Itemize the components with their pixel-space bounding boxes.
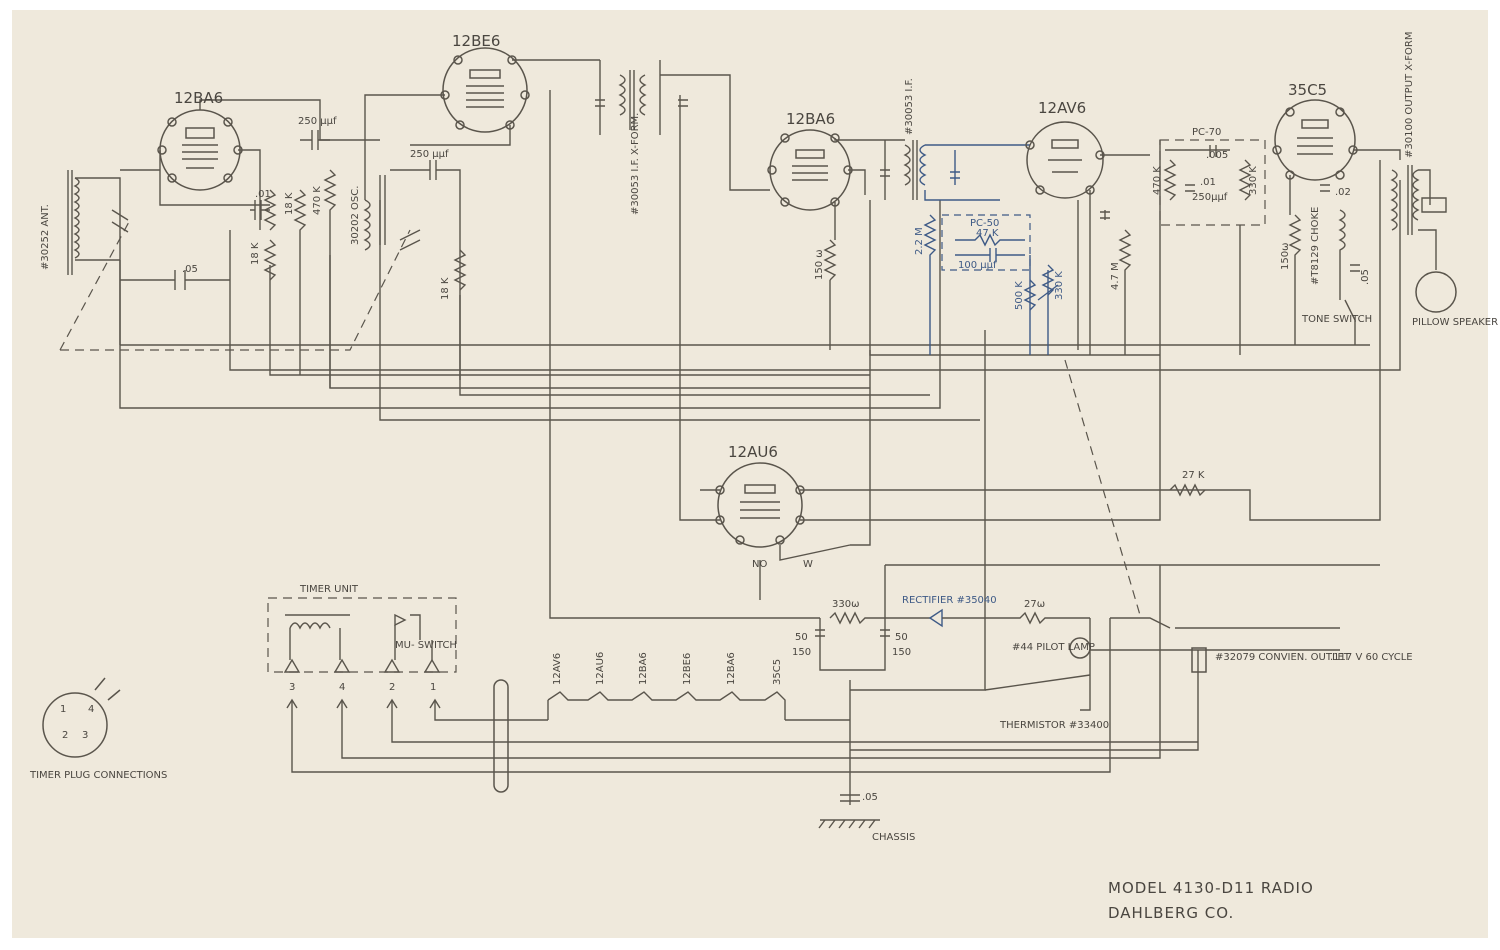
outlet-label: #32079 CONVIEN. OUTLET [1215, 652, 1351, 663]
heater-label-6: 35C5 [772, 659, 783, 685]
switch-w-label: W [803, 559, 813, 570]
rectifier-label: RECTIFIER #35040 [902, 595, 997, 606]
cable-sleeve [493, 679, 509, 793]
capacitor-50a-top: 50 [795, 632, 808, 643]
tube-12au6-amp: NO W 12AU6 27 K [715, 350, 1206, 570]
timer-plug: 1 4 2 3 TIMER PLUG CONNECTIONS [29, 677, 167, 781]
tube-2-label: 12BE6 [452, 32, 500, 50]
capacitor-05c-label: .05 [862, 792, 878, 803]
thermistor-label: THERMISTOR #33400 [999, 720, 1109, 731]
resistor-4-7m-label: 4.7 M [1110, 262, 1121, 290]
antenna-coil-label: #30252 ANT. [40, 204, 51, 270]
capacitor-250b-label: 250 μμf [410, 149, 449, 160]
capacitor-05-label: .05 [182, 264, 198, 275]
switch-no-label: NO [752, 559, 767, 570]
chassis-label: CHASSIS [872, 832, 915, 843]
resistor-27k-label: 27 K [1182, 470, 1205, 481]
tube-3-label: 12BA6 [786, 110, 835, 128]
if-xform-1-label: #30053 I.F. X-FORM. [630, 113, 641, 215]
capacitor-50b-bottom: 150 [892, 647, 911, 658]
terminal-4: 4 [339, 682, 345, 693]
if-transformer-1: #30053 I.F. X-FORM. [595, 60, 770, 215]
pc50-network: 2.2 M PC-50 47 K 100 μμf 500 K 330 K [914, 214, 1065, 355]
model-title: MODEL 4130-D11 RADIO [1108, 879, 1314, 897]
osc-coil-label: 30202 OSC. [350, 186, 361, 245]
antenna-coil: #30252 ANT. .05 [40, 169, 411, 351]
company-name: DAHLBERG CO. [1108, 904, 1234, 922]
capacitor-50b-top: 50 [895, 632, 908, 643]
terminal-3: 3 [289, 682, 295, 693]
resistor-330k-label: 330 K [1054, 271, 1065, 300]
tube-12ba6-if: 12BA6 150 ω [767, 110, 905, 281]
pot-500k-label: 500 K [1014, 281, 1025, 310]
pc70-network: PC-70 .005 .01 250μμf 470 K 330 K [1152, 127, 1266, 355]
terminal-2: 2 [389, 682, 395, 693]
capacitor-250-label: 250 μμf [298, 116, 337, 127]
capacitor-250c-label: 250μμf [1192, 192, 1228, 203]
line-voltage-label: .117 V 60 CYCLE [1330, 652, 1413, 663]
output-xform-label: #30100 OUTPUT X-FORM [1404, 32, 1415, 158]
pillow-speaker-symbol [1415, 271, 1457, 313]
title-block: MODEL 4130-D11 RADIO DAHLBERG CO. [1108, 879, 1314, 922]
choke-label: #T8129 CHOKE [1310, 207, 1321, 285]
tube-5-label: 35C5 [1288, 81, 1327, 99]
capacitor-01-label: .01 [255, 189, 271, 200]
resistor-330k-b-label: 330 K [1248, 166, 1259, 195]
resistor-27w-label: 27ω [1024, 599, 1045, 610]
tube-1-label: 12BA6 [174, 89, 223, 107]
resistor-150b-label: 150ω [1280, 243, 1291, 270]
paper-background [12, 10, 1488, 938]
power-supply: 50 150 50 150 330ω RECTIFIER #35040 27ω … [792, 359, 1413, 751]
plug-pin-1: 1 [60, 704, 66, 715]
timer-unit: TIMER UNIT MU- SWITCH 3 4 2 1 [267, 565, 1198, 773]
pilot-lamp-label: #44 PILOT LAMP [1012, 642, 1095, 653]
tube-12be6-converter: 12BE6 [364, 32, 600, 200]
tube-6-label: 12AU6 [728, 443, 778, 461]
mu-switch-label: MU- SWITCH [395, 640, 457, 651]
heater-label-4: 12BE6 [682, 653, 693, 685]
plug-pin-4: 4 [88, 704, 94, 715]
capacitor-02-label: .02 [1335, 187, 1351, 198]
pillow-speaker-label: PILLOW SPEAKER [1412, 317, 1498, 328]
heater-label-3: 12BA6 [638, 652, 649, 685]
tube-35c5-output: .02 150ω #T8129 CHOKE .05 TONE SWITCH 35… [1272, 81, 1401, 345]
plug-pin-3: 3 [82, 730, 88, 741]
heater-label-5: 12BA6 [726, 652, 737, 685]
resistor-470k-label: 470 K [312, 186, 323, 215]
terminal-1: 1 [430, 682, 436, 693]
capacitor-50a-bottom: 150 [792, 647, 811, 658]
tube-4-label: 12AV6 [1038, 99, 1086, 117]
resistor-18k-b-label: 18 K [284, 192, 295, 215]
pc70-label: PC-70 [1192, 127, 1221, 138]
resistor-150-label: 150 ω [814, 249, 825, 280]
capacitor-100-label: 100 μμf [958, 260, 997, 271]
capacitor-01b-label: .01 [1200, 177, 1216, 188]
outlet-symbol [1191, 647, 1207, 673]
if-2-label: #30053 I.F. [904, 78, 915, 135]
plug-pin-2: 2 [62, 730, 68, 741]
oscillator-coil: 250 μμf 30202 OSC. 18 K [350, 149, 467, 380]
pc50-label: PC-50 [970, 218, 999, 229]
resistor-47k-label: 47 K [976, 228, 999, 239]
timer-plug-label: TIMER PLUG CONNECTIONS [29, 770, 167, 781]
output-transformer: #30100 OUTPUT X-FORM PILLOW SPEAKER [1390, 32, 1498, 328]
timer-unit-label: TIMER UNIT [299, 584, 359, 595]
resistor-18k-c-label: 18 K [440, 277, 451, 300]
heater-label-2: 12AU6 [595, 652, 606, 685]
resistor-470k-b-label: 470 K [1152, 166, 1163, 195]
resistor-330w-label: 330ω [832, 599, 859, 610]
tube-12ba6-rf: 12BA6 [157, 89, 380, 230]
resistor-2-2m-label: 2.2 M [914, 227, 925, 255]
tone-switch-label: TONE SWITCH [1301, 314, 1372, 325]
tube-12av6-detector: 12AV6 4.7 M [1025, 99, 1150, 355]
capacitor-005-label: .005 [1206, 150, 1228, 161]
grid-coupling-network: 250 μμf .01 18 K 18 K 470 K [250, 116, 337, 388]
capacitor-05b-label: .05 [1360, 269, 1371, 285]
heater-label-1: 12AV6 [552, 653, 563, 685]
resistor-18k-a-label: 18 K [250, 242, 261, 265]
if-transformer-2: #30053 I.F. [880, 78, 1030, 201]
